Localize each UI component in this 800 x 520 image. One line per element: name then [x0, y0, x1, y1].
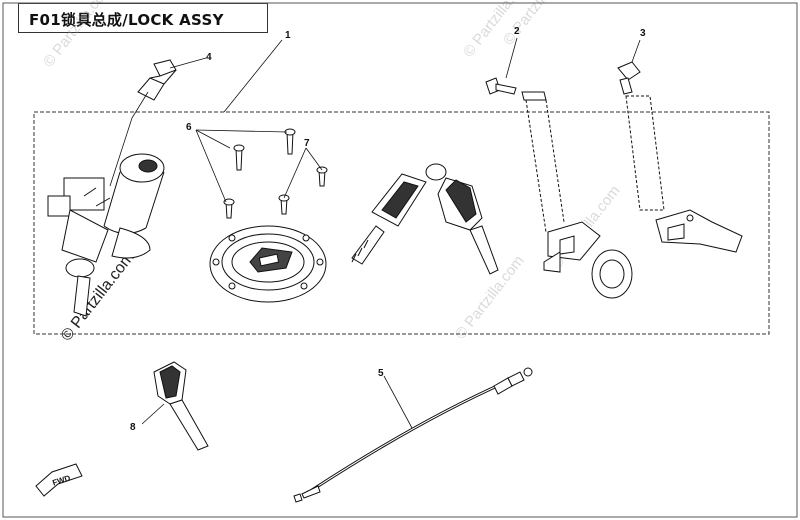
- leader-line: [141, 403, 165, 425]
- callout-8: 8: [130, 422, 136, 433]
- leader-line: [283, 147, 307, 199]
- leader-line: [195, 129, 231, 149]
- callout-1: 1: [285, 30, 291, 41]
- title-box: F01锁具总成/LOCK ASSY: [18, 3, 268, 33]
- leader-line: [169, 57, 207, 69]
- callout-7: 7: [304, 138, 310, 149]
- screw-part: [233, 144, 245, 171]
- leader-line: [223, 39, 283, 113]
- key-part: [425, 163, 499, 275]
- callout-2: 2: [514, 26, 520, 37]
- leader-line: [505, 37, 518, 79]
- leader-line: [195, 129, 227, 203]
- leader-line: [305, 147, 323, 171]
- key-blank-part: [153, 361, 209, 451]
- seat-lock-bracket-part: [521, 91, 633, 299]
- bolt-part: [617, 61, 641, 95]
- leader-line: [195, 129, 288, 133]
- fuel-cap-part: [209, 225, 327, 303]
- callout-5: 5: [378, 368, 384, 379]
- callout-4: 4: [206, 52, 212, 63]
- leader-line: [631, 39, 641, 63]
- screw-part: [316, 166, 328, 187]
- callout-6: 6: [186, 122, 192, 133]
- screw-part: [278, 194, 290, 215]
- seat-cable-part: [293, 367, 533, 503]
- bracket-part: [625, 95, 743, 253]
- assembly-box: [33, 111, 770, 335]
- ignition-switch-part: [47, 153, 165, 317]
- diagram-title: F01锁具总成/LOCK ASSY: [29, 11, 224, 29]
- bolt-part: [485, 77, 517, 95]
- key-part: [351, 173, 427, 265]
- screw-part: [284, 128, 296, 155]
- fwd-arrow-icon: FWD: [35, 463, 83, 497]
- screw-part: [223, 198, 235, 219]
- callout-3: 3: [640, 28, 646, 39]
- leader-line: [383, 375, 413, 429]
- lock-cylinder-part: [137, 59, 177, 101]
- leader-line: [109, 91, 149, 187]
